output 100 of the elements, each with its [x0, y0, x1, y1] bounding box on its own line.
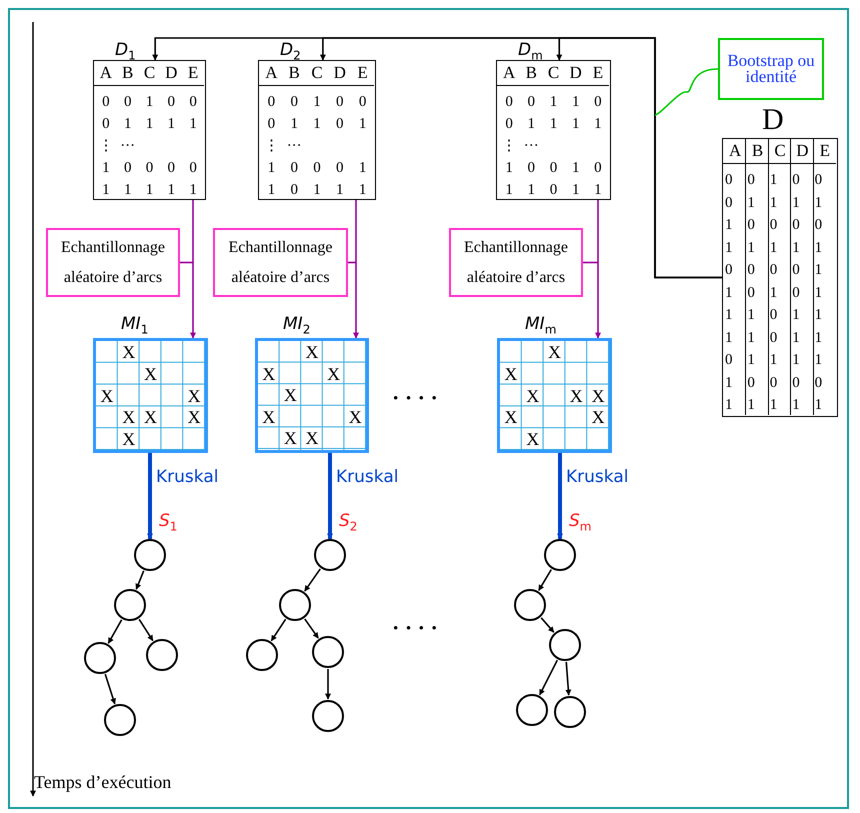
table-cell-text: 0: [266, 115, 276, 133]
arrow: [353, 200, 359, 339]
table-cell-text: 0: [122, 93, 132, 111]
table-cell-text: 0: [335, 93, 345, 111]
table-cell-text: E: [356, 64, 369, 82]
leader-line: [348, 262, 356, 264]
table-cell-text: 1: [814, 328, 824, 346]
tree-label: S$_{m}$: [569, 511, 592, 536]
arrow: [538, 569, 552, 591]
arrow: [557, 453, 563, 540]
tree-node-circle: [134, 539, 166, 571]
table-cell-text: 1: [166, 181, 176, 199]
table-cell-text: 0: [792, 261, 801, 279]
table-cell-text: 0: [548, 159, 558, 177]
table-cell-text: 1: [725, 284, 734, 302]
tree-label: S$_{1}$: [159, 511, 178, 536]
table-cell-text: 0: [526, 159, 536, 177]
cell-mark: X: [525, 386, 540, 405]
table-cell-text: 0: [358, 93, 368, 111]
table-cell-text: 0: [814, 216, 824, 234]
table-cell-text: 1: [122, 115, 132, 133]
table-cell-text: 1: [289, 115, 299, 133]
ellipsis-text: · · · ·: [392, 385, 438, 411]
cell-mark: X: [99, 386, 114, 405]
cell-mark: X: [503, 364, 518, 383]
table-cell-text: 1: [747, 328, 756, 346]
cell-mark: X: [590, 386, 606, 405]
table-title: D$_{1}$: [115, 40, 136, 64]
tree-node-circle: [314, 539, 346, 571]
tree-node-circle: [246, 639, 278, 671]
table-cell-text: 0: [814, 374, 824, 392]
tree-node-circle: [516, 694, 548, 726]
table-cell-text: 1: [504, 159, 514, 177]
table-cell-text: 1: [770, 351, 778, 369]
table-cell-text: ⋮: [500, 137, 518, 155]
cell-mark: X: [326, 364, 342, 383]
table-cell-text: D: [332, 64, 347, 82]
table-cell-text: 0: [747, 374, 756, 392]
table-cell-text: A: [98, 64, 114, 82]
table-cell-text: 1: [792, 238, 801, 256]
table-cell-text: 0: [548, 181, 558, 199]
arrow: [104, 674, 116, 704]
table-cell-text: 0: [770, 216, 778, 234]
arrow: [325, 669, 331, 700]
tree-node-circle: [544, 539, 576, 571]
table-cell-text: 1: [312, 93, 322, 111]
table-cell-text: 1: [358, 115, 368, 133]
table-cell-text: 0: [747, 216, 756, 234]
table-cell-text: 1: [747, 351, 756, 369]
table-cell-text: B: [288, 64, 301, 82]
arrow: [136, 570, 144, 590]
arrow: [304, 618, 319, 639]
table-cell-text: 1: [358, 159, 368, 177]
table-cell-text: 1: [792, 351, 801, 369]
tree-node-circle: [104, 704, 136, 736]
cell-mark: X: [142, 408, 158, 426]
tree-node-circle: [514, 589, 546, 621]
tree-node-circle: [279, 589, 311, 621]
table-cell-text: C: [773, 142, 787, 160]
table-cell-text: 1: [526, 181, 536, 199]
table-cell-text: 1: [725, 238, 734, 256]
table-cell-text: 1: [144, 181, 154, 199]
cell-mark: X: [121, 343, 136, 361]
axis-label: Temps d’exécution: [34, 772, 172, 793]
table-cell-text: ···: [522, 137, 540, 155]
table-cell-text: ···: [119, 137, 136, 155]
table-cell-text: 1: [312, 181, 322, 199]
table-cell-text: 0: [122, 159, 132, 177]
arrow: [190, 200, 196, 339]
table-cell-text: 1: [570, 115, 580, 133]
table-cell-text: 1: [266, 181, 276, 199]
table-cell-text: D: [795, 142, 810, 160]
table-cell-text: E: [186, 64, 200, 82]
tree-node-circle: [549, 629, 581, 661]
table-cell-text: 0: [101, 93, 111, 111]
table-title: D$_{m}$: [518, 40, 543, 64]
table-cell-text: 0: [289, 181, 299, 199]
arrow: [595, 200, 601, 339]
table-cell-text: 1: [144, 115, 154, 133]
table-cell-text: 1: [166, 115, 176, 133]
cell-mark: X: [282, 429, 298, 448]
table-cell-text: 0: [814, 171, 824, 189]
table-cell-text: 1: [593, 115, 603, 133]
matrix-title: MI$_{m}$: [525, 314, 556, 338]
cell-mark: X: [261, 408, 276, 426]
tree-node-circle: [84, 642, 116, 674]
table-cell-text: D: [164, 64, 178, 82]
table-cell-text: 1: [747, 194, 756, 212]
table-cell-text: C: [142, 64, 156, 82]
process-box: Echantillonnage aléatoire d’arcs: [449, 228, 583, 297]
table-cell-text: 0: [266, 93, 276, 111]
table-cell-text: 0: [725, 171, 734, 189]
table-cell-text: 1: [770, 396, 778, 414]
process-box: Bootstrap ou identité: [718, 38, 824, 100]
table-cell-text: 0: [504, 93, 514, 111]
table-cell-text: 0: [312, 159, 322, 177]
table-cell-text: 1: [814, 306, 824, 324]
ellipsis-text: · · · ·: [392, 615, 438, 641]
cell-mark: X: [142, 364, 158, 383]
table-cell-text: 1: [792, 306, 801, 324]
